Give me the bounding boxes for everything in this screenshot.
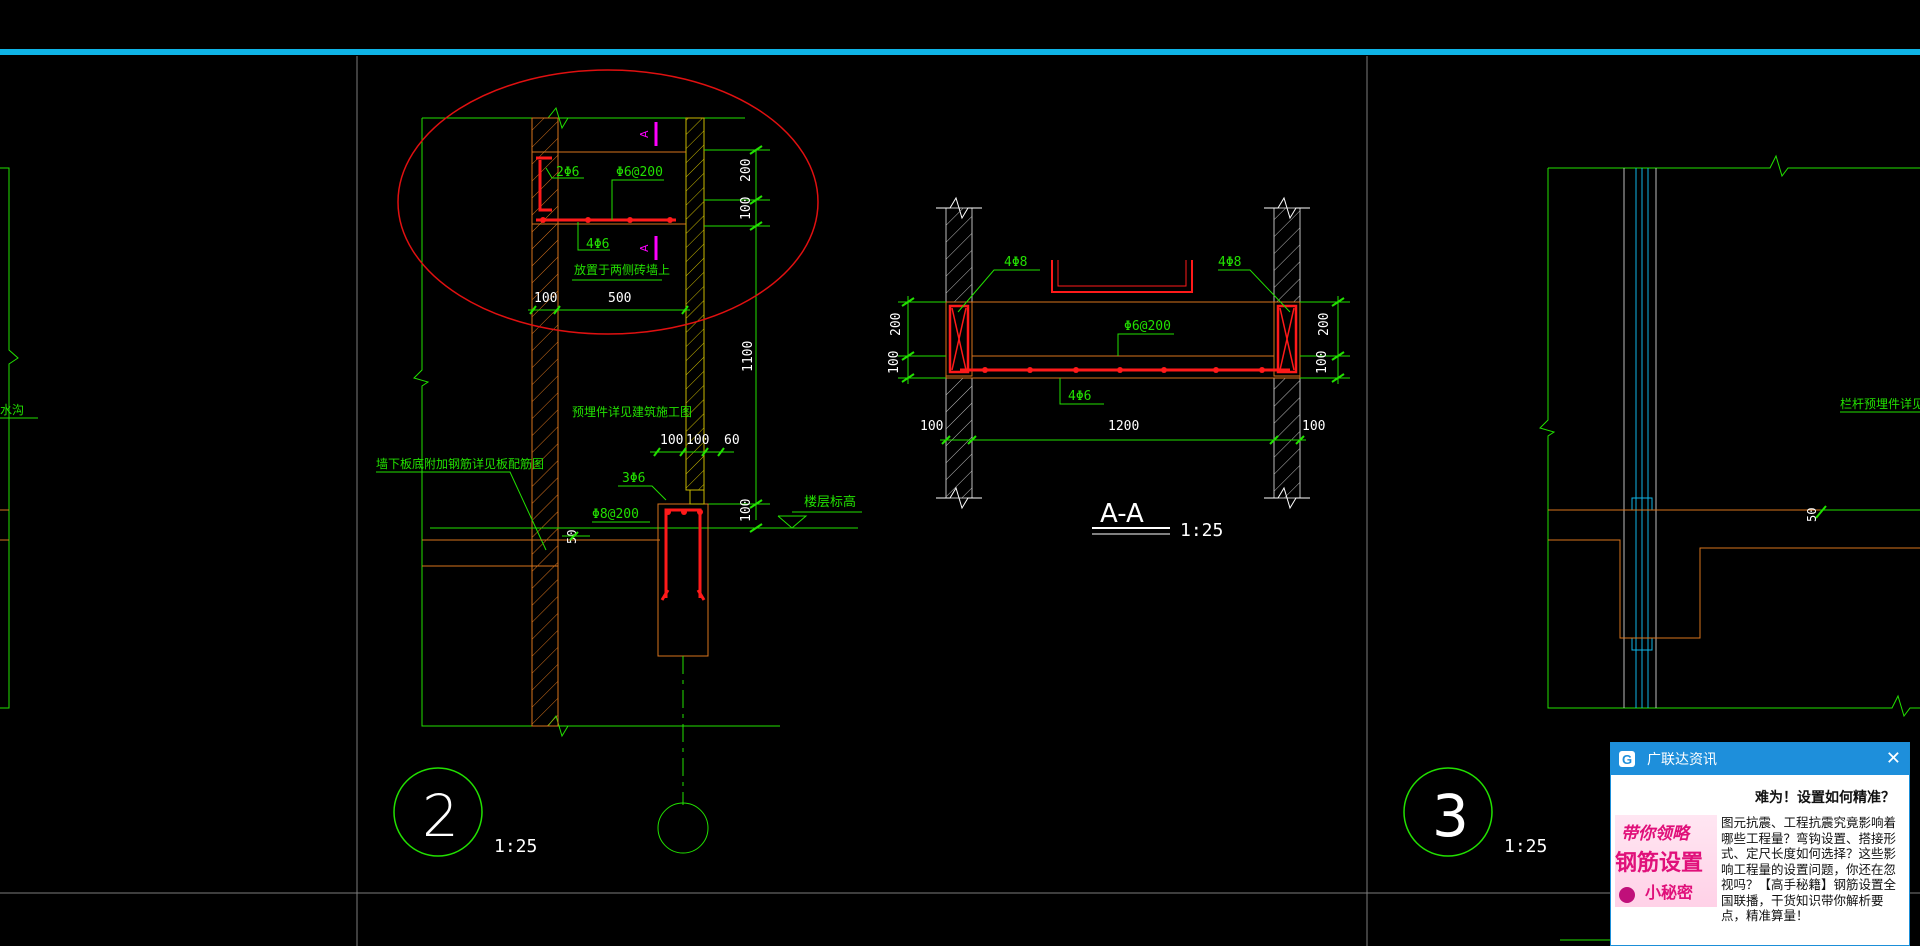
section-mark-a-top: A [638,130,651,138]
note-anchor-rebar: 墙下板底附加钢筋详见板配筋图 [376,456,544,471]
label-3phi6: 3Φ6 [622,471,645,486]
popup-headline[interactable]: 难为！设置如何精准？ [1755,790,1895,806]
popup-article-text[interactable]: 图元抗震、工程抗震究竟影响着哪些工程量？弯钩设置、搭接形式、定尺长度如何选择？这… [1721,815,1897,923]
dim-aa-bottom-100-left: 100 [920,419,943,434]
label-4phi8-right: 4Φ8 [1218,255,1241,270]
dim-aa-bottom-1200: 1200 [1108,419,1139,434]
detail-2-number: 2 [422,782,459,850]
dim-100-a: 100 [534,291,557,306]
detail-3-circle [1403,767,1493,857]
popup-header: G 广联达资讯 ✕ [1611,743,1909,775]
dim-60: 60 [724,433,740,448]
dim-1100: 1100 [741,341,756,372]
left-fragment-label: 水沟 [0,403,24,417]
dim-100-c: 100 [660,433,683,448]
popup-body[interactable]: 难为！设置如何精准？ 带你领略 钢筋设置 小秘密 图元抗震、工程抗震究竟影响着哪… [1611,775,1909,923]
dim-500: 500 [608,291,631,306]
dim-aa-left-200: 200 [889,313,904,336]
label-4phi6-aa: 4Φ6 [1068,389,1091,404]
dim-200: 200 [739,159,754,182]
dim-100-b: 100 [739,197,754,220]
dim-aa-right-100: 100 [1315,351,1330,374]
label-phi6-200-aa: Φ6@200 [1124,319,1171,334]
glodon-logo-icon: G [1619,751,1635,767]
label-phi8-200: Φ8@200 [592,507,639,522]
note-embedded-parts: 预埋件详见建筑施工图 [572,404,692,419]
popup-title: 广联达资讯 [1647,752,1717,768]
promo-text-3: 小秘密 [1645,883,1694,902]
section-mark-a-bottom: A [638,244,651,252]
section-title: A-A [1100,499,1144,529]
label-2phi6: 2Φ6 [556,165,579,180]
promo-dot-icon [1619,887,1635,903]
note-floor-level: 楼层标高 [804,494,856,510]
dim-aa-bottom-100-right: 100 [1302,419,1325,434]
detail-2: A A 2Φ6 Φ6@200 4Φ6 放置于两侧砖墙上 100 500 200 … [376,69,862,857]
section-scale: 1:25 [1180,520,1223,541]
label-phi6-200: Φ6@200 [616,165,663,180]
popup-promo-image[interactable]: 带你领略 钢筋设置 小秘密 [1615,815,1717,907]
red-annotation-ellipse [397,69,819,335]
dim-100-e: 100 [739,499,754,522]
dim-100-d: 100 [686,433,709,448]
note-railing: 栏杆预埋件详见建筑 [1840,396,1920,411]
detail-3: 50 栏杆预埋件详见建筑 3 1:25 [1403,154,1920,941]
top-frame-line [0,49,1920,55]
label-4phi8-left: 4Φ8 [1004,255,1027,270]
note-fix-on-walls: 放置于两侧砖墙上 [574,262,670,277]
detail-3-number: 3 [1432,782,1469,850]
detail-2-circle [393,767,483,857]
dim-aa-left-100: 100 [887,351,902,374]
grid-bubble [657,802,709,854]
detail-2-scale: 1:25 [494,836,537,857]
news-popup[interactable]: G 广联达资讯 ✕ 难为！设置如何精准？ 带你领略 钢筋设置 小秘密 图元抗震、… [1610,742,1910,946]
left-fragment: 水沟 [0,167,38,709]
promo-text-1: 带你领略 [1621,824,1689,844]
dim-aa-right-200: 200 [1317,313,1332,336]
detail-3-scale: 1:25 [1504,836,1547,857]
section-a-a: 4Φ8 4Φ8 Φ6@200 4Φ6 200 100 200 100 100 [887,196,1350,541]
promo-text-2: 钢筋设置 [1615,851,1704,876]
detail-3-dim-50: 50 [1805,508,1819,522]
close-icon[interactable]: ✕ [1885,748,1901,769]
label-4phi6: 4Φ6 [586,237,609,252]
